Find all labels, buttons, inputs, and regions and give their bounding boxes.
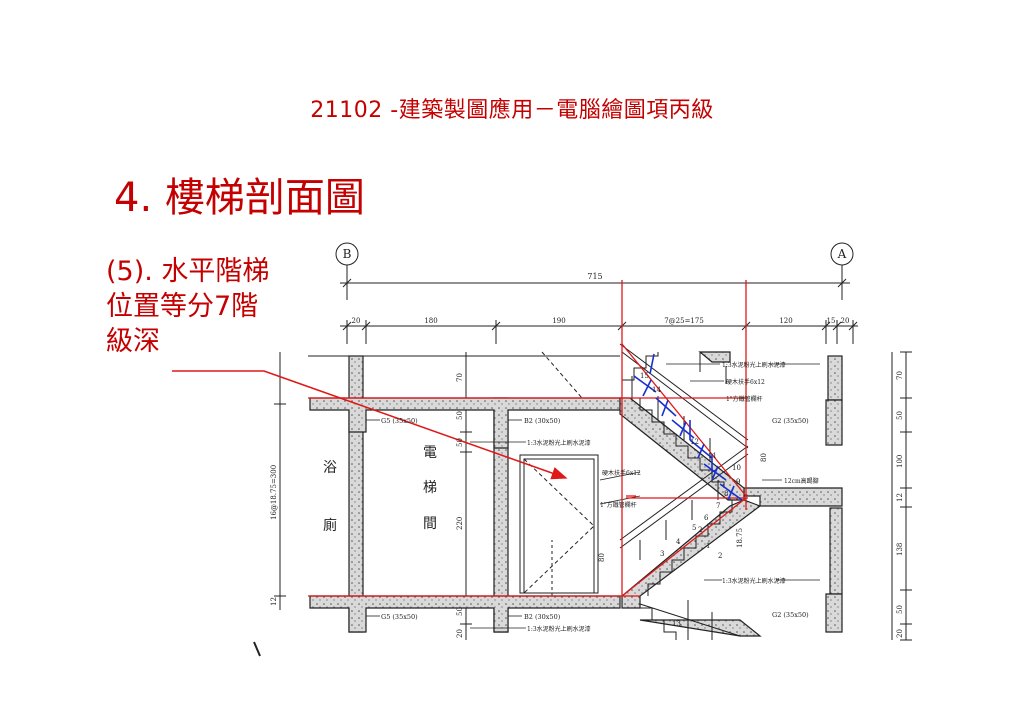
finish-note-1: 1:3水泥粉光上刷水泥漆 — [722, 361, 786, 369]
finish-note-3: 1:3水泥粉光上刷水泥漆 — [722, 577, 786, 585]
step-note: (5). 水平階梯 位置等分7階 級深 — [106, 254, 326, 359]
step-num-5: 5 — [692, 524, 696, 532]
parapet-note: 12cm高踢腳 — [784, 477, 819, 485]
step-num-12: 12 — [690, 438, 699, 446]
construction-lines — [308, 280, 748, 597]
beam-label-g2-bottom: G2 (35x50) — [772, 611, 809, 619]
dim-left-overall: 16@18.75=300 — [270, 465, 278, 520]
room-label-elevator-2: 梯 — [423, 480, 437, 496]
dim-top-7: 20 — [841, 317, 850, 325]
step-num-2: 2 — [698, 526, 702, 534]
grid-label-a: A — [837, 247, 847, 261]
dim-left-12: 12 — [270, 597, 278, 606]
stray-mark — [253, 641, 261, 657]
room-label-bath-2: 廁 — [323, 517, 337, 534]
step-num-13: 13 — [672, 620, 681, 628]
dim-80-lower: 80 — [598, 553, 606, 562]
dim-top-2: 180 — [424, 317, 437, 325]
step-num-14: 14 — [652, 386, 661, 394]
step-num-10: 10 — [732, 464, 741, 472]
dim-one: 1 — [706, 542, 710, 550]
dim-two: 2 — [718, 552, 722, 560]
dim-center-4: 220 — [456, 517, 464, 530]
dim-rise: 18.75 — [736, 528, 744, 548]
dim-top-5: 120 — [779, 317, 792, 325]
step-num-11: 11 — [708, 452, 717, 460]
dim-right-6: 50 — [896, 605, 904, 614]
dim-80-upper: 80 — [760, 453, 768, 462]
finish-note-2: 1:3水泥粉光上刷水泥漆 — [527, 439, 591, 447]
grid-label-b: B — [343, 247, 352, 261]
step-num-6: 6 — [704, 514, 709, 522]
step-num-15: 15 — [640, 372, 649, 380]
beam-label-g5-top: G5 (35x50) — [381, 417, 418, 425]
dim-center-5: 50 — [456, 607, 464, 616]
finish-note-4: 1:3水泥粉光上刷水泥漆 — [527, 625, 591, 633]
division-marks — [633, 353, 743, 501]
beam-label-b2-top: B2 (30x50) — [524, 417, 561, 425]
dim-top-3: 190 — [552, 317, 565, 325]
dim-top-4: 7@25=175 — [664, 317, 704, 325]
step-num-7: 7 — [716, 502, 720, 510]
step-note-line-1: (5). 水平階梯 — [106, 256, 270, 287]
dim-center-6: 20 — [456, 629, 464, 638]
step-num-3: 3 — [660, 550, 664, 558]
dim-right-3: 100 — [896, 455, 904, 468]
room-label-bath-1: 浴 — [323, 460, 337, 476]
beam-label-b2-bottom: B2 (30x50) — [524, 613, 561, 621]
step-num-8: 8 — [724, 490, 728, 498]
step-note-line-2: 位置等分7階 — [106, 291, 259, 322]
rail-note-2: 1"方鐵管欄杆 — [600, 501, 637, 509]
dim-top-6: 15 — [827, 317, 836, 325]
step-num-4: 4 — [676, 538, 681, 546]
dim-right-7: 20 — [896, 629, 904, 638]
note-arrow — [172, 370, 568, 480]
course-header: 21102 -建築製圖應用－電腦繪圖項丙級 — [310, 98, 714, 123]
dim-top-1: 20 — [352, 317, 361, 325]
room-label-elevator-1: 電 — [423, 445, 437, 461]
dim-right-4: 12 — [896, 493, 904, 502]
step-num-9: 9 — [736, 478, 740, 486]
beam-label-g2-top: G2 (35x50) — [772, 417, 809, 425]
elevator-door — [519, 351, 599, 596]
room-label-elevator-3: 間 — [423, 516, 437, 532]
structure — [309, 351, 843, 637]
rail-note-1: 1"方鐵管欄杆 — [726, 395, 763, 403]
handrail-note-1: 硬木扶手6x12 — [726, 378, 765, 386]
dim-right-5: 138 — [896, 543, 904, 556]
slide-title: 4. 樓梯剖面圖 — [114, 175, 365, 221]
stair-steps — [619, 343, 749, 640]
handrail-note-2: 硬木扶手6x12 — [602, 469, 641, 477]
beam-label-g5-bottom: G5 (35x50) — [381, 613, 418, 621]
dim-right-2: 50 — [896, 411, 904, 420]
dim-right-1: 70 — [896, 371, 904, 380]
dim-center-1: 70 — [456, 373, 464, 382]
dim-center-2: 50 — [456, 411, 464, 420]
dim-total: 715 — [587, 272, 602, 281]
dim-center-3: 50 — [456, 438, 464, 447]
step-note-line-3: 級深 — [106, 326, 160, 357]
